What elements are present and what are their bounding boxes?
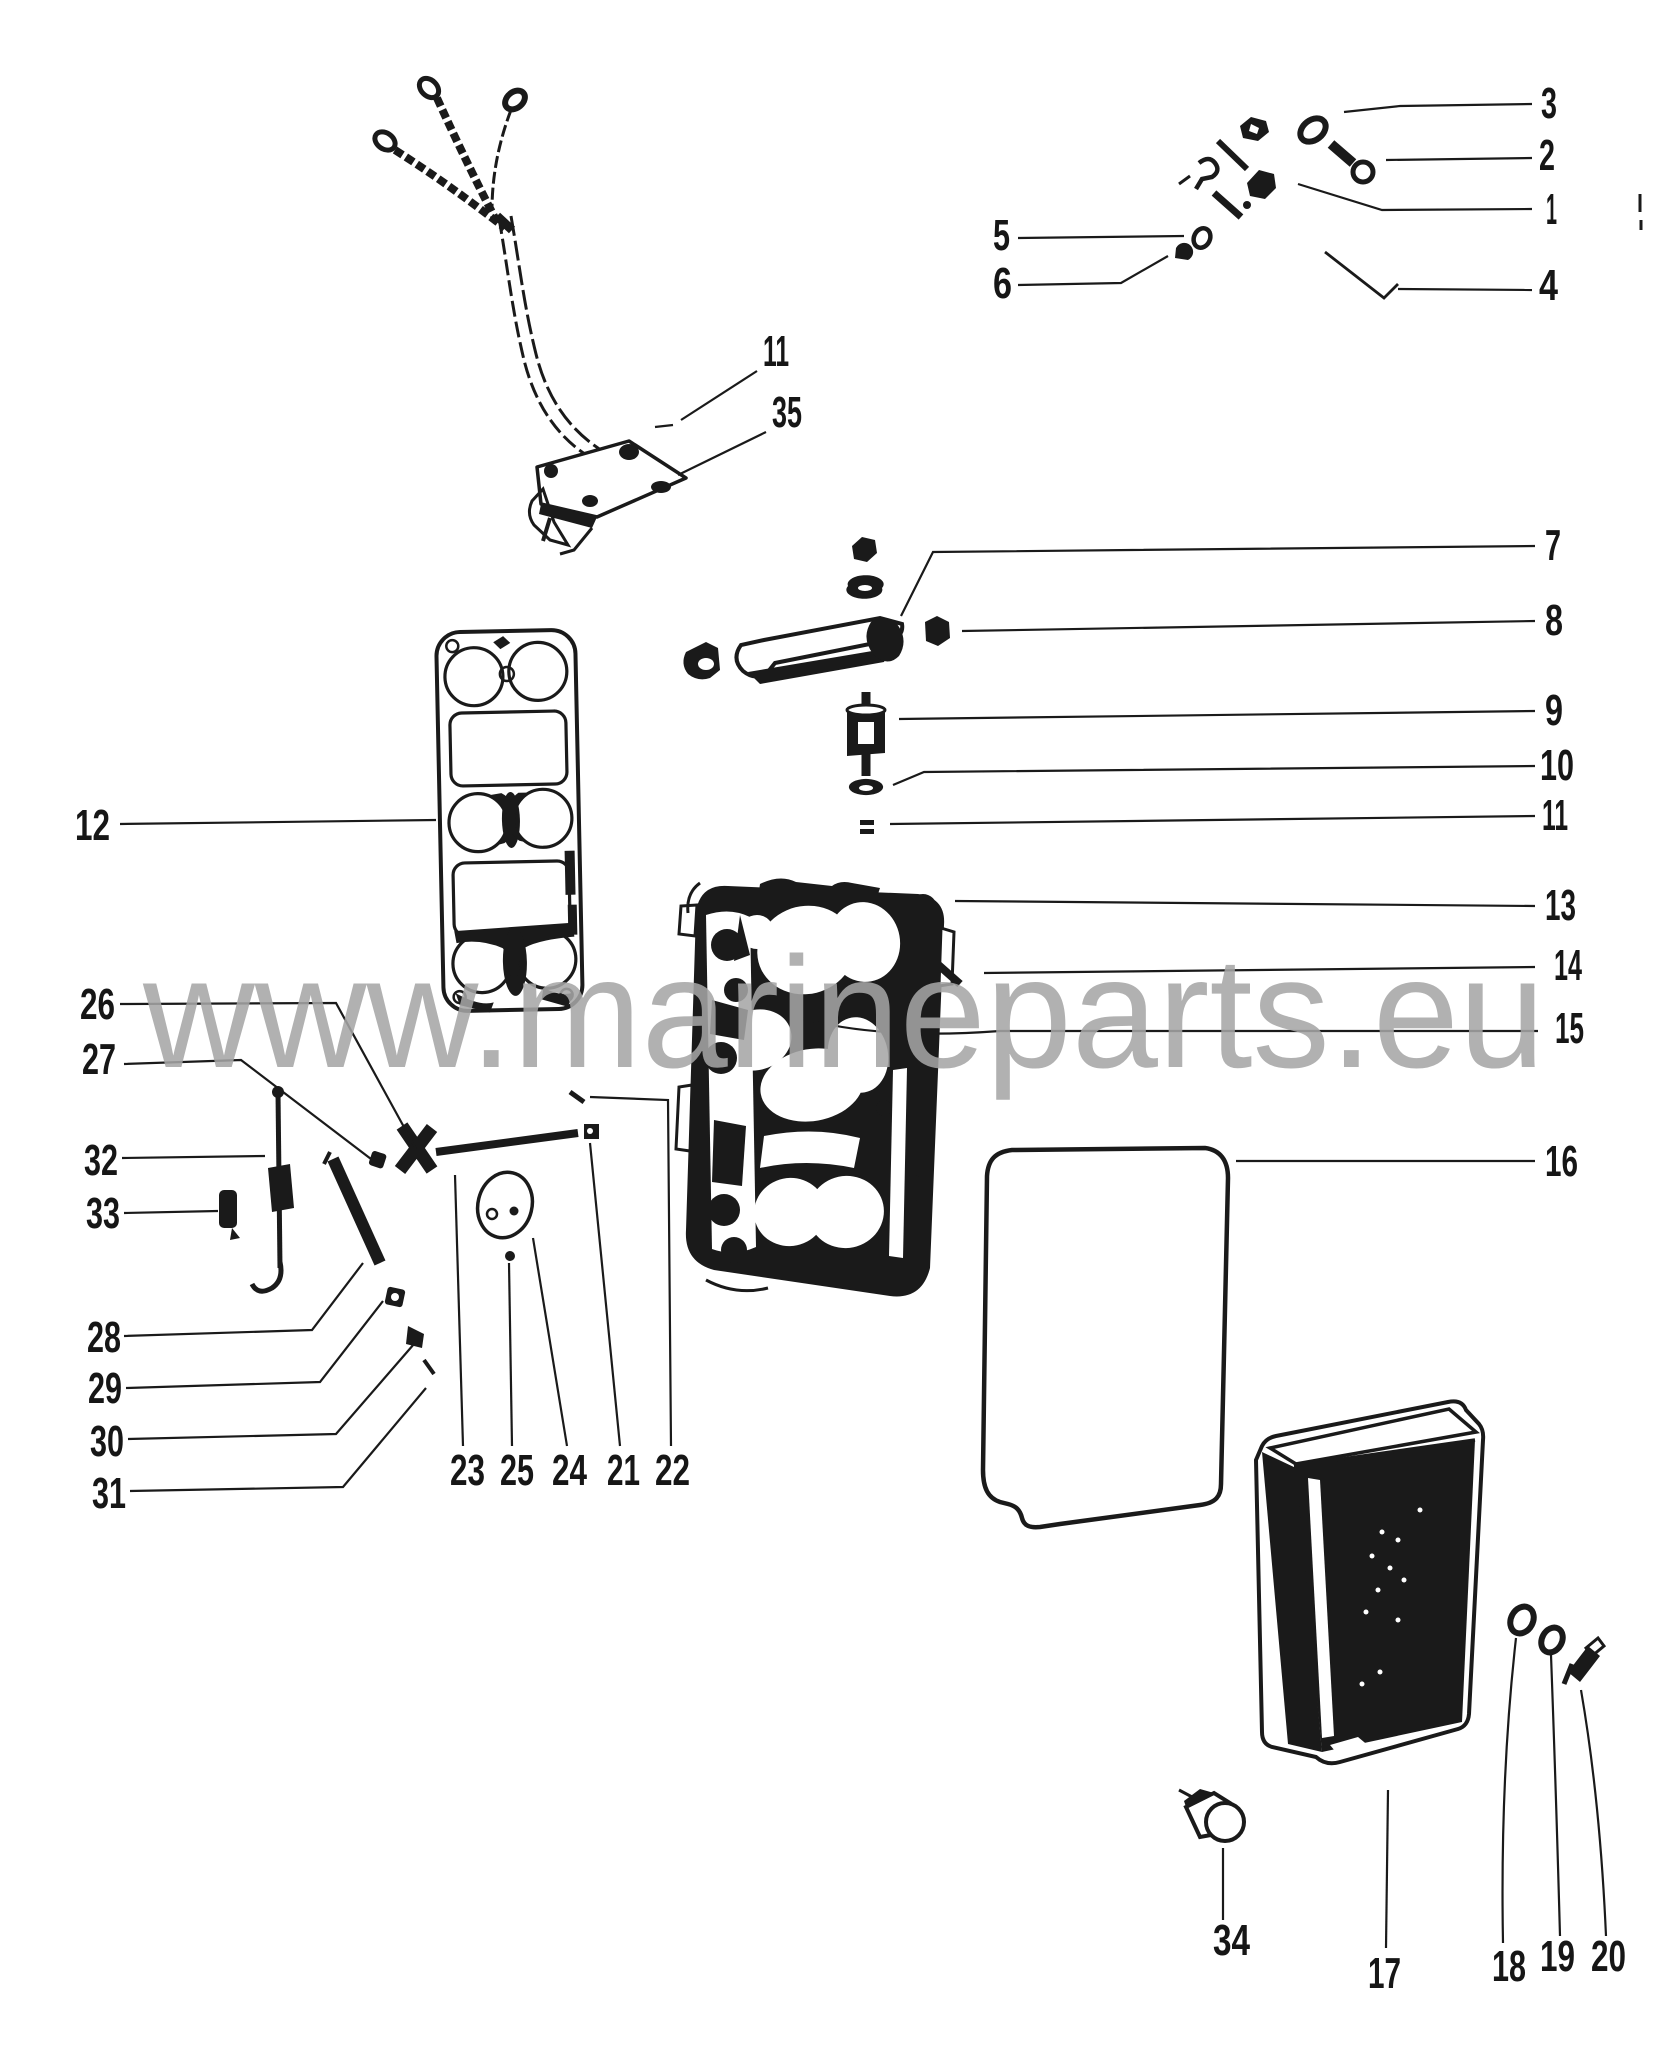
svg-text:23: 23 bbox=[450, 1446, 485, 1495]
svg-text:19: 19 bbox=[1540, 1932, 1575, 1981]
svg-text:2: 2 bbox=[1539, 131, 1555, 180]
svg-text:14: 14 bbox=[1554, 941, 1582, 990]
svg-text:17: 17 bbox=[1368, 1949, 1401, 1998]
svg-text:6: 6 bbox=[993, 259, 1012, 308]
svg-text:1: 1 bbox=[1546, 185, 1557, 234]
svg-text:3: 3 bbox=[1541, 79, 1557, 128]
svg-text:5: 5 bbox=[993, 211, 1010, 260]
svg-text:22: 22 bbox=[655, 1446, 690, 1495]
svg-text:26: 26 bbox=[80, 980, 115, 1029]
svg-text:18: 18 bbox=[1492, 1942, 1526, 1991]
svg-text:www.marineparts.eu: www.marineparts.eu bbox=[142, 925, 1545, 1101]
svg-text:30: 30 bbox=[90, 1417, 124, 1466]
svg-text:31: 31 bbox=[92, 1469, 126, 1518]
svg-text:13: 13 bbox=[1545, 881, 1576, 930]
svg-text:9: 9 bbox=[1545, 686, 1563, 735]
svg-text:21: 21 bbox=[607, 1446, 640, 1495]
svg-text:35: 35 bbox=[772, 388, 802, 437]
svg-text:7: 7 bbox=[1545, 521, 1561, 570]
svg-text:20: 20 bbox=[1591, 1932, 1626, 1981]
svg-text:10: 10 bbox=[1540, 741, 1574, 790]
svg-text:33: 33 bbox=[86, 1189, 120, 1238]
svg-text:11: 11 bbox=[1542, 791, 1568, 840]
svg-text:28: 28 bbox=[87, 1313, 121, 1362]
svg-text:12: 12 bbox=[75, 801, 110, 850]
svg-text:4: 4 bbox=[1539, 261, 1558, 310]
svg-text:11: 11 bbox=[763, 327, 789, 376]
svg-text:16: 16 bbox=[1545, 1137, 1578, 1186]
svg-text:24: 24 bbox=[552, 1446, 587, 1495]
svg-text:34: 34 bbox=[1213, 1916, 1250, 1965]
svg-text:8: 8 bbox=[1545, 596, 1563, 645]
svg-text:15: 15 bbox=[1555, 1004, 1584, 1053]
svg-text:29: 29 bbox=[88, 1364, 122, 1413]
svg-text:27: 27 bbox=[82, 1035, 116, 1084]
svg-text:25: 25 bbox=[500, 1446, 534, 1495]
svg-text:32: 32 bbox=[84, 1136, 118, 1185]
